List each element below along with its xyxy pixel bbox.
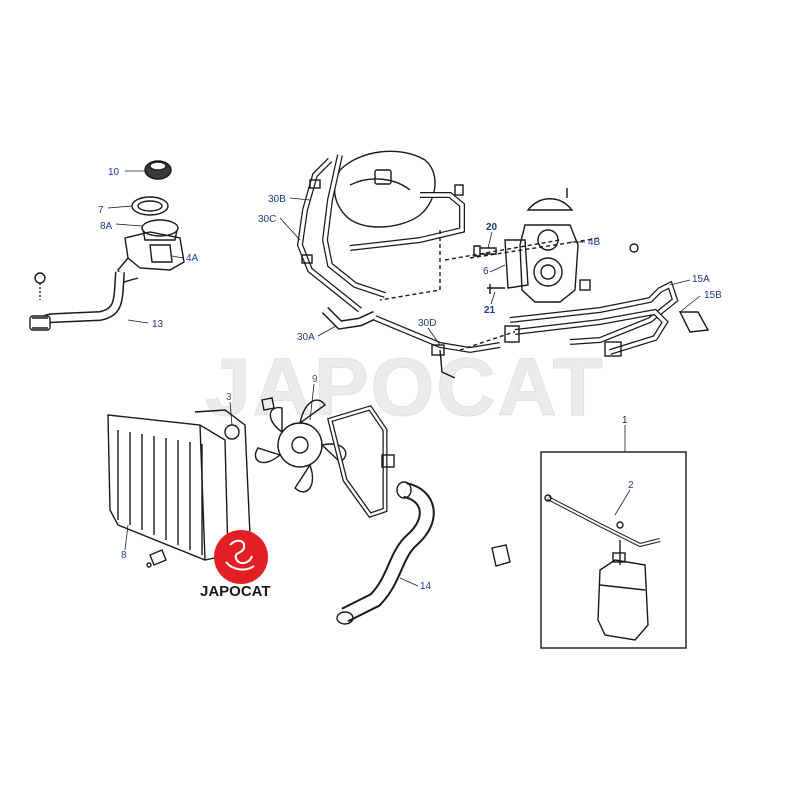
label-2: 2 <box>628 480 634 491</box>
outlet-housing <box>519 224 579 303</box>
leader-lines <box>107 170 701 587</box>
reservoir-box-frame <box>540 451 687 649</box>
label-10: 10 <box>108 167 120 178</box>
part-2-overflow-hose <box>547 496 661 548</box>
part-10-cap <box>144 160 172 180</box>
part-20-bolt <box>473 245 497 257</box>
upper-pipe-assembly <box>296 150 601 379</box>
label-8A: 8A <box>100 221 113 232</box>
label-30B: 30B <box>268 194 286 205</box>
label-20: 20 <box>486 222 498 233</box>
part-labels: 10 7 8A 4A 13 30B 30C 30A 30D 20 4B 6 21… <box>98 167 722 592</box>
pipe-bracket <box>678 311 710 333</box>
part-4B-cover <box>526 198 574 211</box>
label-15B: 15B <box>704 290 722 301</box>
part-21-bolt <box>487 284 505 294</box>
part-clamp-small <box>34 272 46 300</box>
label-30D: 30D <box>418 318 436 329</box>
part-7-gasket <box>131 196 169 216</box>
part-8-radiator <box>107 414 229 561</box>
japocat-logo: JAPOCAT <box>200 530 271 600</box>
label-8: 8 <box>121 550 127 561</box>
watermark-text: JAPOCAT <box>205 342 605 433</box>
radiator-assembly <box>107 397 511 625</box>
label-3: 3 <box>226 392 232 403</box>
label-6: 6 <box>483 266 489 277</box>
label-4B: 4B <box>588 237 601 248</box>
label-9: 9 <box>312 374 318 385</box>
label-1: 1 <box>622 415 628 426</box>
thermostat-cap-assembly <box>29 160 185 331</box>
label-7: 7 <box>98 205 104 216</box>
part-1-reservoir-tank <box>597 559 649 641</box>
part-13-hose <box>29 271 125 331</box>
label-30A: 30A <box>297 332 315 343</box>
water-outlet-assembly <box>473 188 710 357</box>
logo-circle <box>214 530 268 584</box>
label-15A: 15A <box>692 274 710 285</box>
small-bracket <box>491 544 511 567</box>
label-21: 21 <box>484 305 496 316</box>
logo-emblem-icon <box>225 539 255 571</box>
label-4A: 4A <box>186 253 199 264</box>
engine-housing-outline <box>333 150 436 228</box>
label-13: 13 <box>152 319 164 330</box>
part-6-gasket <box>504 239 529 289</box>
reservoir-assembly <box>540 451 687 649</box>
label-30C: 30C <box>258 214 276 225</box>
part-8A-flange <box>141 219 179 241</box>
logo-text: JAPOCAT <box>200 583 271 600</box>
label-14: 14 <box>420 581 432 592</box>
